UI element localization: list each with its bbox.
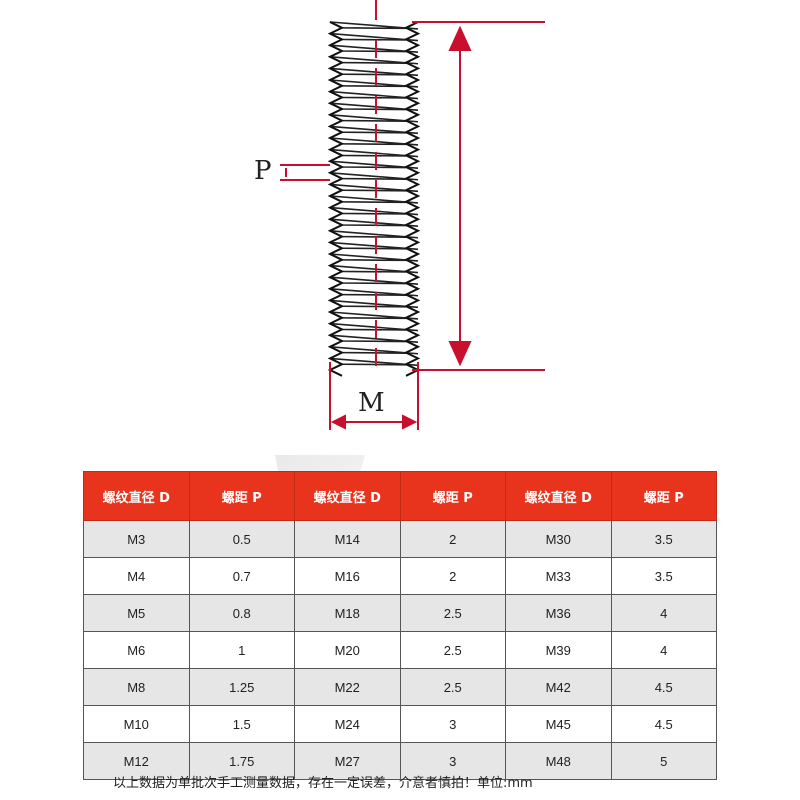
table-cell: M48	[505, 742, 612, 780]
table-cell: 1.75	[188, 742, 295, 780]
threaded-rod	[327, 21, 421, 377]
table-cell: 0.5	[188, 520, 295, 558]
table-cell: M5	[83, 594, 190, 632]
table-cell: 2.5	[399, 668, 506, 706]
diameter-label: M	[358, 388, 385, 418]
table-cell: M3	[83, 520, 190, 558]
table-cell: M14	[294, 520, 401, 558]
table-cell: M16	[294, 557, 401, 595]
dimension-lines	[280, 0, 545, 430]
pitch-label: P	[254, 156, 272, 186]
table-cell: M22	[294, 668, 401, 706]
table-cell: M12	[83, 742, 190, 780]
table-cell: M10	[83, 705, 190, 743]
table-cell: M30	[505, 520, 612, 558]
table-cell: 4.5	[610, 705, 717, 743]
table-cell: M20	[294, 631, 401, 669]
table-cell: 1.25	[188, 668, 295, 706]
disclaimer-note: 以上数据为单批次手工测量数据，存在一定误差，介意者慎拍！单位:mm	[113, 776, 533, 791]
column-header: 螺距 P	[399, 471, 506, 521]
table-cell: 3	[399, 705, 506, 743]
table-cell: M27	[294, 742, 401, 780]
column-header: 螺纹直径 D	[294, 471, 401, 521]
table-cell: M36	[505, 594, 612, 632]
table-cell: 4.5	[610, 668, 717, 706]
table-cell: 1	[188, 631, 295, 669]
table-cell: 4	[610, 594, 717, 632]
table-cell: M24	[294, 705, 401, 743]
column-header: 螺距 P	[188, 471, 295, 521]
table-cell: M18	[294, 594, 401, 632]
table-cell: M45	[505, 705, 612, 743]
table-cell: M42	[505, 668, 612, 706]
table-cell: M33	[505, 557, 612, 595]
table-cell: 2	[399, 520, 506, 558]
table-cell: 5	[610, 742, 717, 780]
column-header: 螺纹直径 D	[83, 471, 190, 521]
column-header: 螺纹直径 D	[505, 471, 612, 521]
table-cell: 3	[399, 742, 506, 780]
table-cell: 2	[399, 557, 506, 595]
table-cell: 3.5	[610, 520, 717, 558]
table-cell: M6	[83, 631, 190, 669]
column-header: 螺距 P	[610, 471, 717, 521]
table-cell: M39	[505, 631, 612, 669]
table-cell: 1.5	[188, 705, 295, 743]
table-cell: 2.5	[399, 594, 506, 632]
table-cell: 0.7	[188, 557, 295, 595]
table-cell: M8	[83, 668, 190, 706]
table-cell: 3.5	[610, 557, 717, 595]
table-cell: 0.8	[188, 594, 295, 632]
table-cell: 4	[610, 631, 717, 669]
table-cell: 2.5	[399, 631, 506, 669]
threaded-rod-diagram	[280, 0, 545, 430]
table-cell: M4	[83, 557, 190, 595]
